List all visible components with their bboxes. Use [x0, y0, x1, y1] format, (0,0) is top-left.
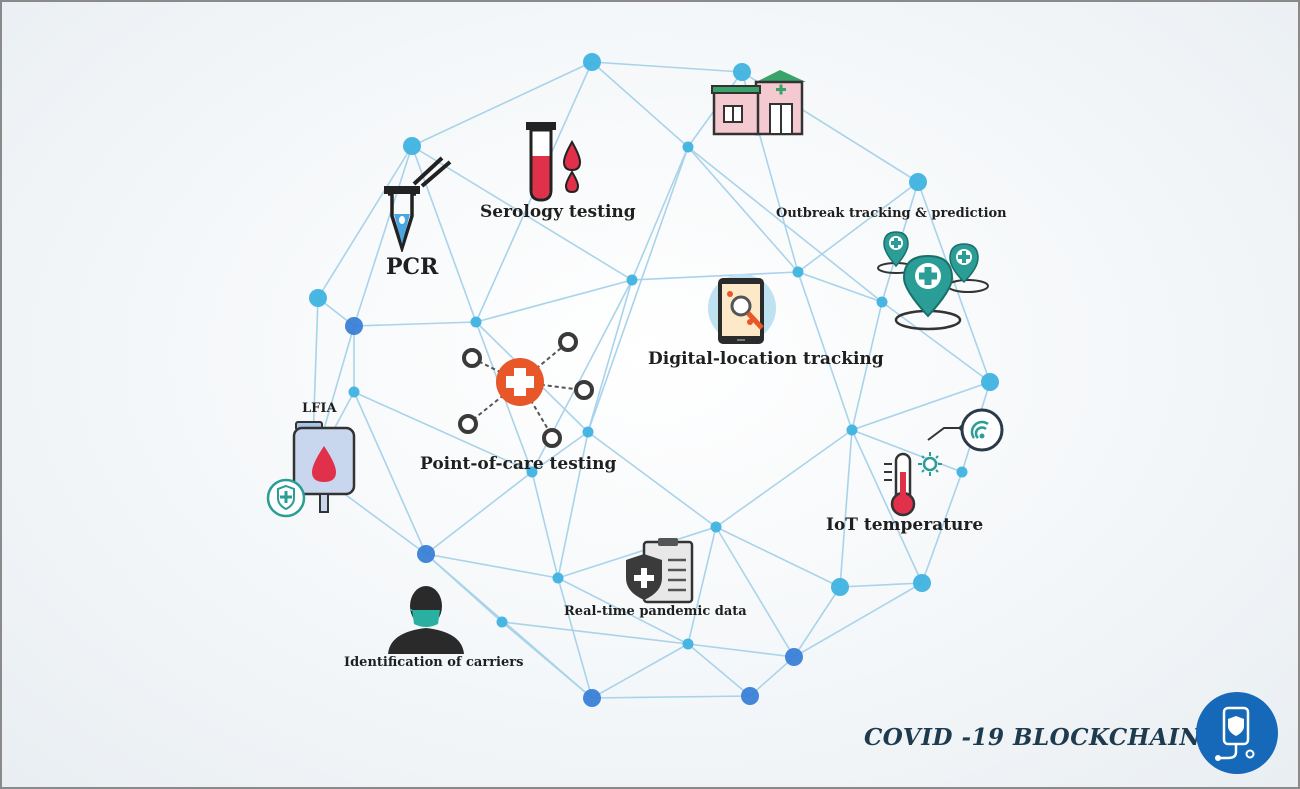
network-edge: [687, 146, 799, 273]
network-edge: [425, 471, 533, 555]
clipboard-shield-icon: [626, 538, 694, 604]
network-node: [682, 141, 694, 153]
network-edge: [715, 526, 841, 588]
label-outbreak-tracking: Outbreak tracking & prediction: [776, 206, 1007, 221]
network-node: [741, 687, 759, 705]
network-edge: [793, 586, 841, 658]
network-edge: [687, 643, 795, 658]
network-edge: [851, 301, 883, 431]
iot-thermometer-icon: [884, 408, 1004, 517]
network-node: [526, 466, 538, 478]
network-edge: [591, 61, 743, 73]
network-node: [496, 616, 508, 628]
network-edge: [793, 582, 923, 658]
masked-person-icon: [388, 586, 464, 654]
label-point-of-care-testing: Point-of-care testing: [420, 454, 617, 474]
network-edge: [851, 429, 963, 473]
network-node: [470, 316, 482, 328]
network-edge: [631, 271, 799, 281]
network-node: [981, 373, 999, 391]
network-edge: [591, 61, 689, 148]
label-identification-of-carriers: Identification of carriers: [344, 655, 524, 670]
network-edge: [921, 471, 963, 584]
pcr-tube-icon: [384, 156, 452, 252]
network-node: [733, 63, 751, 81]
network-node: [582, 426, 594, 438]
network-edge: [501, 621, 689, 645]
network-edge: [797, 271, 853, 431]
test-tube-icon: [526, 122, 582, 202]
network-edge: [425, 553, 593, 699]
network-edge: [591, 695, 751, 699]
network-node: [348, 386, 360, 398]
network-node: [785, 648, 803, 666]
network-edge: [475, 279, 633, 323]
network-node: [956, 466, 968, 478]
label-serology-testing: Serology testing: [480, 202, 636, 222]
phone-tracking-icon: [708, 274, 776, 344]
network-edge: [797, 181, 919, 273]
network-edge: [353, 145, 413, 327]
network-node: [909, 173, 927, 191]
network-edge: [531, 471, 559, 579]
network-edge: [687, 643, 751, 697]
network-edge: [587, 431, 717, 528]
network-edge: [557, 577, 689, 645]
network-node: [710, 521, 722, 533]
network-node: [831, 578, 849, 596]
network-node: [626, 274, 638, 286]
network-edge: [839, 429, 853, 588]
network-node: [792, 266, 804, 278]
network-node: [552, 572, 564, 584]
hospital-icon: [711, 70, 806, 136]
label-lfia: LFIA: [302, 401, 337, 416]
network-edge: [353, 391, 533, 473]
network-edge: [557, 526, 717, 579]
label-digital-location-tracking: Digital-location tracking: [648, 349, 884, 369]
network-edge: [715, 526, 795, 658]
label-iot-temperature: IoT temperature: [826, 515, 984, 535]
network-node: [846, 424, 858, 436]
network-node: [345, 317, 363, 335]
network-node: [417, 545, 435, 563]
label-real-time-pandemic-data: Real-time pandemic data: [564, 604, 747, 619]
network-edge: [631, 146, 689, 281]
network-node: [913, 574, 931, 592]
network-node: [309, 289, 327, 307]
network-edge: [587, 279, 633, 433]
network-edge: [839, 582, 923, 588]
network-edge: [851, 429, 923, 584]
network-edge: [591, 643, 689, 699]
network-edge: [749, 656, 795, 697]
location-pins-icon: [877, 231, 989, 331]
brand-title: COVID -19 BLOCKCHAIN: [864, 724, 1202, 751]
network-node: [583, 53, 601, 71]
network-edge: [687, 146, 883, 303]
network-edge: [715, 429, 853, 528]
network-node: [403, 137, 421, 155]
network-edge: [353, 321, 477, 327]
network-edge: [411, 61, 593, 147]
network-edge: [531, 431, 589, 473]
label-pcr: PCR: [386, 254, 439, 280]
network-edge: [425, 553, 559, 579]
network-edge: [797, 271, 883, 303]
network-edge: [353, 391, 427, 555]
network-edge: [587, 146, 689, 433]
network-node: [583, 689, 601, 707]
network-edge: [557, 577, 593, 699]
medical-hub-icon: [458, 332, 594, 448]
network-nodes: [306, 53, 999, 707]
network-edge: [851, 381, 991, 431]
network-node: [876, 296, 888, 308]
network-edge: [557, 431, 589, 579]
blood-bag-icon: [266, 421, 356, 518]
network-edge: [411, 145, 633, 281]
network-edge: [687, 526, 717, 645]
network-edge: [317, 145, 413, 299]
network-node: [682, 638, 694, 650]
brand-logo-icon: [1196, 692, 1278, 774]
